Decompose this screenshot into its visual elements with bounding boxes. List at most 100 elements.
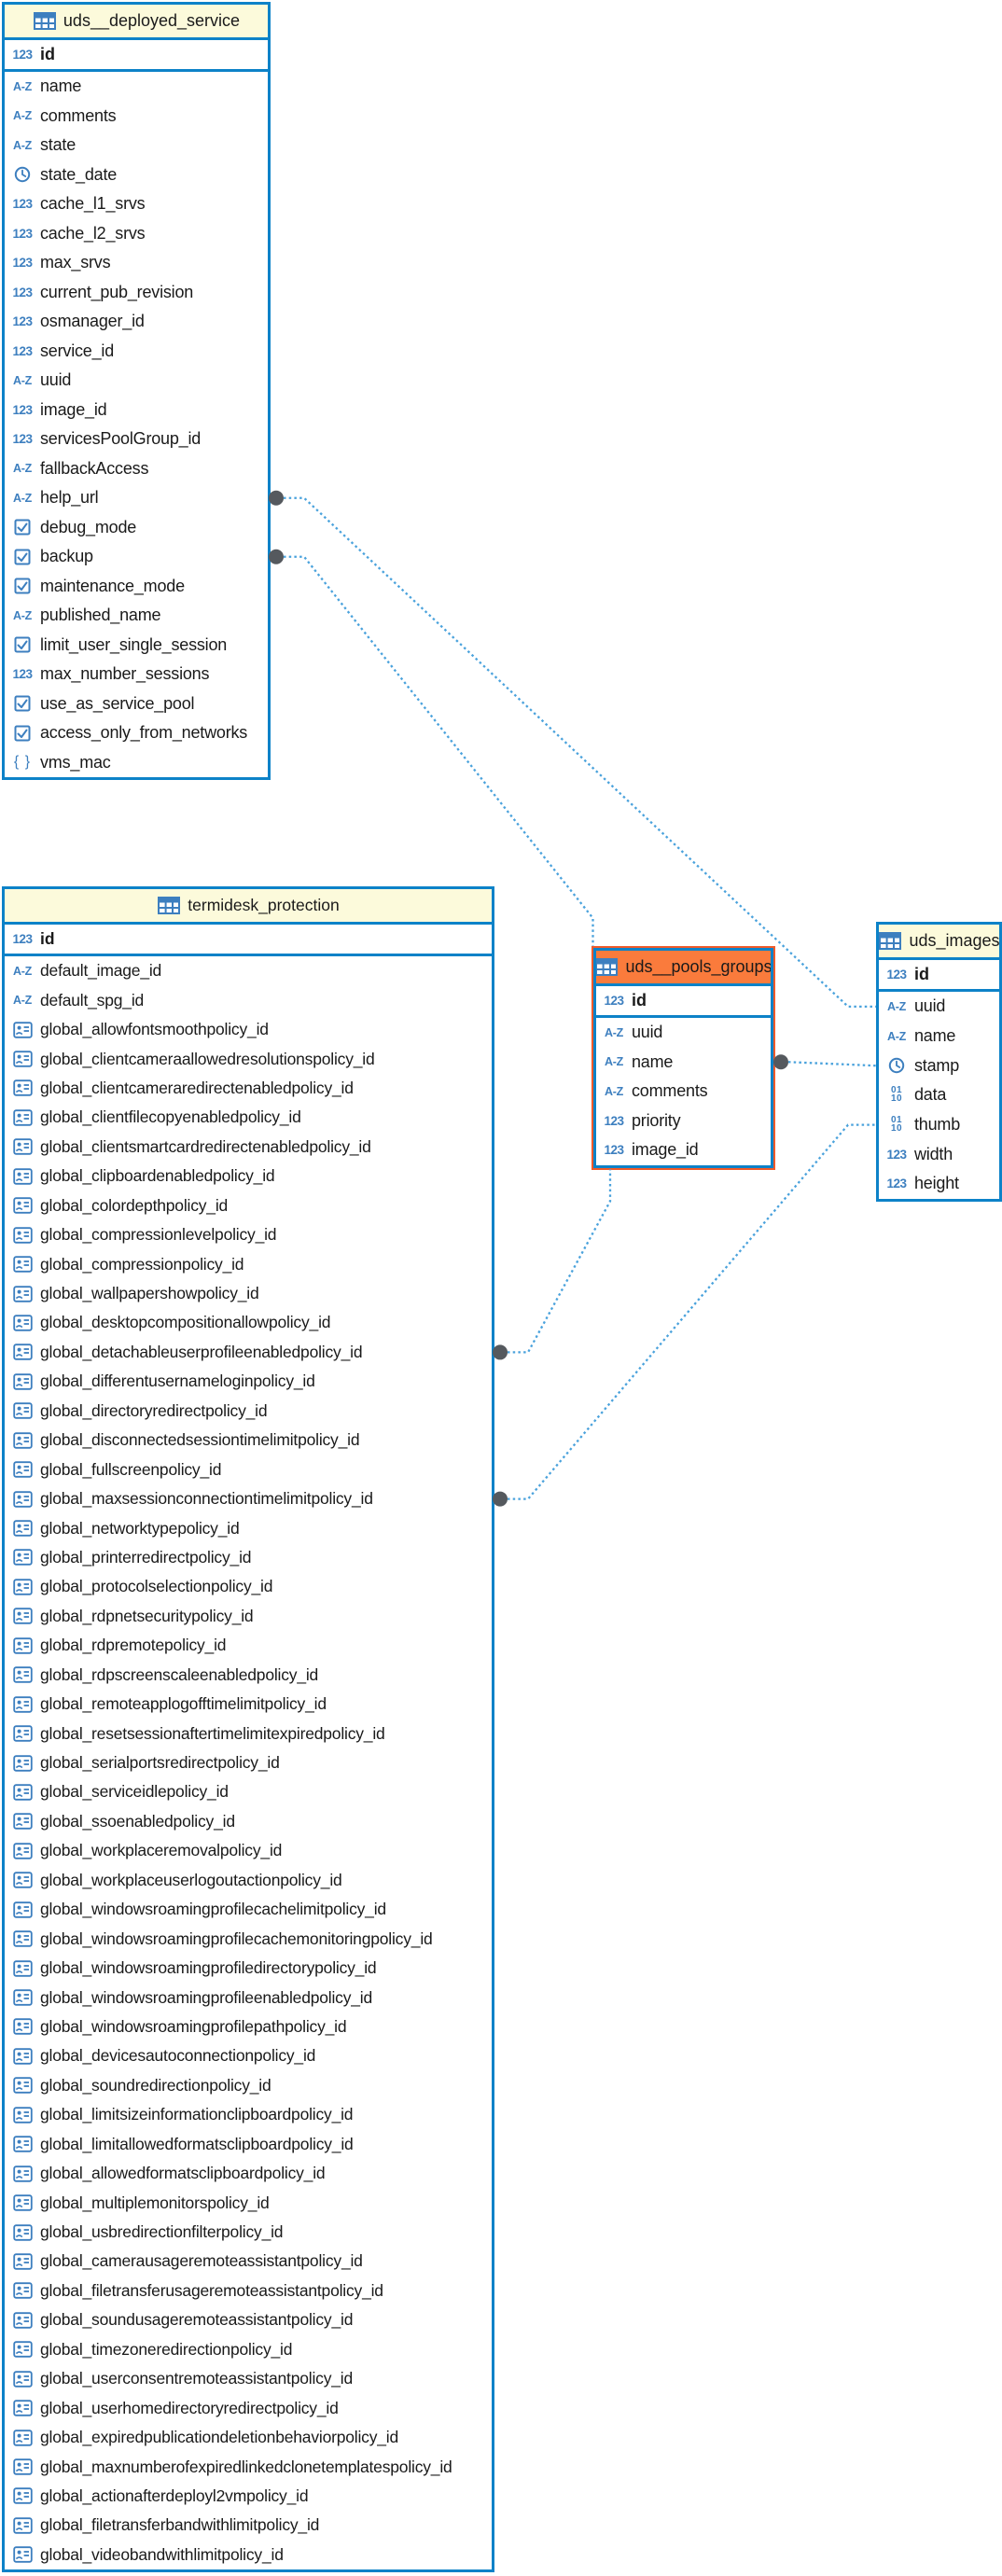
field-row[interactable]: global_directoryredirectpolicy_id <box>5 1397 492 1426</box>
field-row[interactable]: global_maxnumberofexpiredlinkedclonetemp… <box>5 2452 492 2481</box>
field-row[interactable]: backup <box>5 542 268 572</box>
field-row[interactable]: global_expiredpublicationdeletionbehavio… <box>5 2423 492 2452</box>
field-row[interactable]: global_timezoneredirectionpolicy_id <box>5 2335 492 2364</box>
field-row[interactable]: global_camerausageremoteassistantpolicy_… <box>5 2247 492 2276</box>
field-row[interactable]: global_colordepthpolicy_id <box>5 1191 492 1220</box>
field-row[interactable]: global_workplaceremovalpolicy_id <box>5 1836 492 1865</box>
field-row[interactable]: global_desktopcompositionallowpolicy_id <box>5 1308 492 1337</box>
field-row[interactable]: global_windowsroamingprofilecachemonitor… <box>5 1924 492 1953</box>
field-row[interactable]: { }vms_mac <box>5 748 268 778</box>
field-row[interactable]: global_clientsmartcardredirectenabledpol… <box>5 1133 492 1162</box>
field-row[interactable]: global_windowsroamingprofilecachelimitpo… <box>5 1895 492 1924</box>
field-row[interactable]: global_usbredirectionfilterpolicy_id <box>5 2218 492 2247</box>
field-row[interactable]: global_limitsizeinformationclipboardpoli… <box>5 2100 492 2129</box>
field-row[interactable]: global_rdpscreenscaleenabledpolicy_id <box>5 1661 492 1690</box>
field-row[interactable]: global_rdpremotepolicy_id <box>5 1631 492 1660</box>
field-row[interactable]: state_date <box>5 160 268 190</box>
field-row[interactable]: global_rdpnetsecuritypolicy_id <box>5 1602 492 1631</box>
field-row[interactable]: global_videobandwithlimitpolicy_id <box>5 2541 492 2569</box>
field-row[interactable]: global_clientfilecopyenabledpolicy_id <box>5 1103 492 1132</box>
field-row[interactable]: global_limitallowedformatsclipboardpolic… <box>5 2130 492 2159</box>
entity-header[interactable]: uds__pools_groups <box>596 951 771 986</box>
field-row[interactable]: global_userconsentremoteassistantpolicy_… <box>5 2364 492 2393</box>
entity-header[interactable]: uds__deployed_service <box>5 5 268 40</box>
field-row[interactable]: stamp <box>879 1051 999 1080</box>
entity-header[interactable]: uds_images <box>879 925 999 960</box>
field-row[interactable]: global_compressionpolicy_id <box>5 1249 492 1278</box>
field-row[interactable]: global_ssoenabledpolicy_id <box>5 1807 492 1836</box>
field-row[interactable]: global_multiplemonitorspolicy_id <box>5 2188 492 2217</box>
field-row[interactable]: global_fullscreenpolicy_id <box>5 1455 492 1483</box>
field-row[interactable]: global_disconnectedsessiontimelimitpolic… <box>5 1426 492 1455</box>
field-row[interactable]: global_resetsessionaftertimelimitexpired… <box>5 1719 492 1748</box>
field-row[interactable]: use_as_service_pool <box>5 689 268 719</box>
field-row[interactable]: global_printerredirectpolicy_id <box>5 1543 492 1572</box>
field-row[interactable]: debug_mode <box>5 513 268 543</box>
field-row[interactable]: global_clipboardenabledpolicy_id <box>5 1162 492 1191</box>
field-row[interactable]: global_serialportsredirectpolicy_id <box>5 1748 492 1777</box>
field-row[interactable]: global_soundusageremoteassistantpolicy_i… <box>5 2305 492 2334</box>
field-row[interactable]: global_allowfontsmoothpolicy_id <box>5 1015 492 1044</box>
field-row[interactable]: global_detachableuserprofileenabledpolic… <box>5 1338 492 1367</box>
field-row[interactable]: global_wallpapershowpolicy_id <box>5 1279 492 1308</box>
field-row[interactable]: global_clientcameraallowedresolutionspol… <box>5 1044 492 1073</box>
field-row[interactable]: global_userhomedirectoryredirectpolicy_i… <box>5 2393 492 2422</box>
field-row[interactable]: access_only_from_networks <box>5 718 268 748</box>
field-row[interactable]: global_filetransferusageremoteassistantp… <box>5 2277 492 2305</box>
field-row[interactable]: global_protocolselectionpolicy_id <box>5 1572 492 1601</box>
field-row[interactable]: global_workplaceuserlogoutactionpolicy_i… <box>5 1866 492 1895</box>
field-row[interactable]: global_actionafterdeployl2vmpolicy_id <box>5 2482 492 2511</box>
field-row[interactable]: limit_user_single_session <box>5 631 268 661</box>
field-row[interactable]: global_clientcameraredirectenabledpolicy… <box>5 1074 492 1103</box>
field-row[interactable]: global_compressionlevelpolicy_id <box>5 1220 492 1249</box>
field-row[interactable]: global_maxsessionconnectiontimelimitpoli… <box>5 1484 492 1513</box>
field-row[interactable]: global_networktypepolicy_id <box>5 1513 492 1542</box>
field-row[interactable]: global_windowsroamingprofilepathpolicy_i… <box>5 2012 492 2041</box>
field-row[interactable]: global_filetransferbandwithlimitpolicy_i… <box>5 2511 492 2540</box>
field-row[interactable]: global_serviceidlepolicy_id <box>5 1777 492 1806</box>
field-row[interactable]: global_differentusernameloginpolicy_id <box>5 1367 492 1396</box>
field-row[interactable]: global_soundredirectionpolicy_id <box>5 2071 492 2100</box>
field-row[interactable]: global_remoteapplogofftimelimitpolicy_id <box>5 1690 492 1719</box>
field-row[interactable]: global_windowsroamingprofiledirectorypol… <box>5 1954 492 1983</box>
field-row[interactable]: maintenance_mode <box>5 572 268 602</box>
entity-header[interactable]: termidesk_protection <box>5 889 492 925</box>
field-row[interactable]: global_allowedformatsclipboardpolicy_id <box>5 2159 492 2188</box>
field-row[interactable]: global_devicesautoconnectionpolicy_id <box>5 2041 492 2070</box>
